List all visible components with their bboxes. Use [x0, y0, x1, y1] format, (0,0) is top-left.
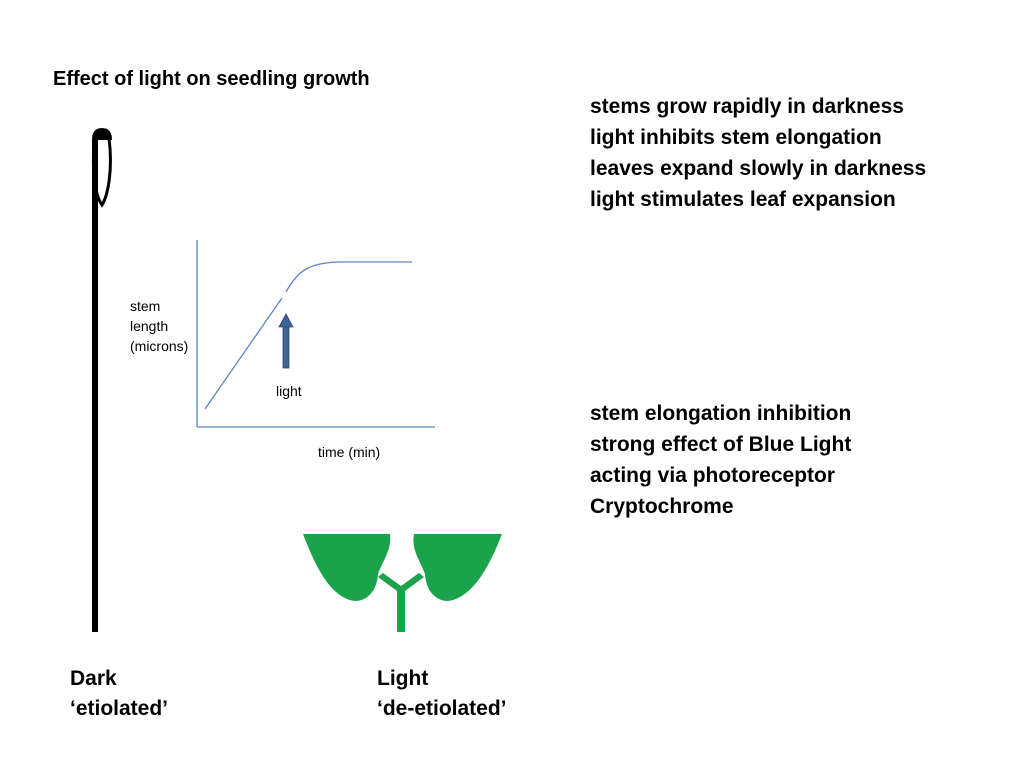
y-axis-label-line: stem	[130, 298, 161, 314]
seedling-left-leaf	[303, 534, 391, 601]
dark-caption-title: Dark	[70, 667, 117, 690]
fact-elongation-inhibition: stem elongation inhibition	[590, 402, 852, 425]
fact-stems-grow-darkness: stems grow rapidly in darkness	[590, 95, 904, 118]
light-caption-title: Light	[377, 667, 429, 690]
light-arrow	[278, 313, 294, 369]
seedling-stem-v	[378, 573, 424, 632]
growth-curve-dark	[204, 297, 283, 410]
fact-light-inhibits-elongation: light inhibits stem elongation	[590, 126, 882, 149]
de-etiolated-seedling	[303, 534, 502, 632]
y-axis-label-line: length	[130, 318, 169, 334]
fact-blue-light: strong effect of Blue Light	[590, 433, 852, 456]
light-caption: Light ‘de-etiolated’	[377, 664, 507, 724]
slide-title: Effect of light on seedling growth	[53, 68, 370, 90]
fact-leaves-expand-slowly: leaves expand slowly in darkness	[590, 157, 927, 180]
seedling-right-leaf	[413, 534, 502, 601]
light-caption-subtitle: ‘de-etiolated’	[377, 697, 507, 720]
etiolated-folded-leaves	[91, 137, 112, 208]
blue-light-list: stem elongation inhibition strong effect…	[590, 398, 851, 522]
x-axis-label: time (min)	[318, 444, 381, 460]
dark-caption: Dark ‘etiolated’	[70, 664, 168, 724]
light-annotation: light	[276, 383, 302, 399]
y-axis-label-line: (microns)	[130, 338, 189, 354]
fact-light-stimulates-leaves: light stimulates leaf expansion	[590, 188, 896, 211]
dark-caption-subtitle: ‘etiolated’	[70, 697, 169, 720]
fact-photoreceptor: acting via photoreceptor	[590, 464, 836, 487]
light-effects-list: stems grow rapidly in darkness light inh…	[590, 91, 926, 215]
growth-curve-light	[285, 261, 412, 293]
etiolated-hook-cap	[92, 128, 112, 140]
growth-graph	[196, 240, 435, 428]
y-axis-label: stem length (microns)	[130, 296, 188, 356]
fact-cryptochrome: Cryptochrome	[590, 495, 734, 518]
etiolated-seedling	[91, 128, 112, 632]
